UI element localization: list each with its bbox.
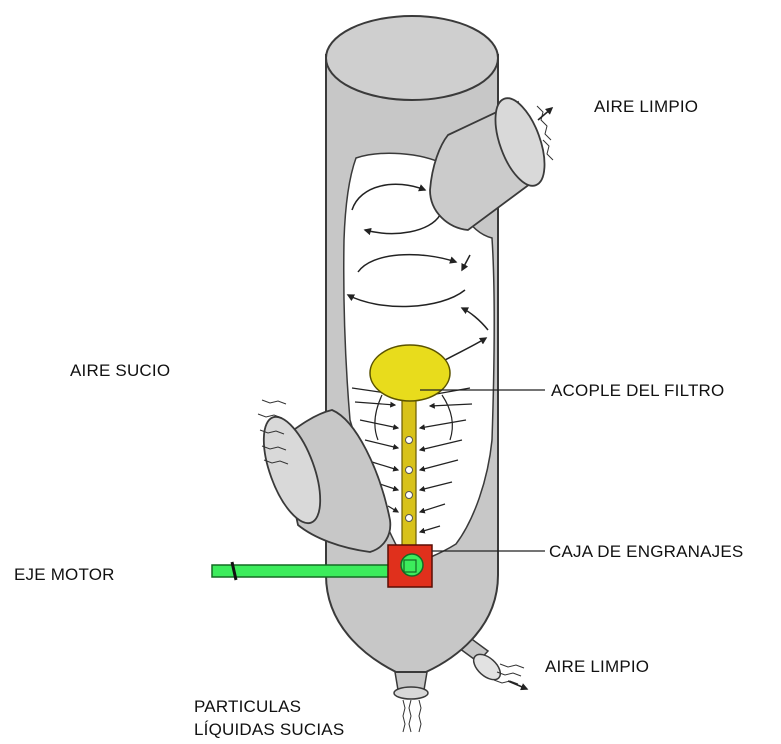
label-motor-shaft: EJE MOTOR	[14, 564, 115, 585]
label-filter-coupling: ACOPLE DEL FILTRO	[551, 380, 724, 401]
label-clean-air-bottom: AIRE LIMPIO	[545, 656, 649, 677]
label-dirty-particles-line1: PARTICULAS	[194, 696, 301, 717]
bottom-drain-nozzle	[394, 672, 428, 732]
filter-disc	[370, 345, 450, 401]
label-dirty-particles-line2: LÍQUIDAS SUCIAS	[194, 719, 344, 740]
filter-shaft	[402, 393, 416, 558]
label-dirty-air: AIRE SUCIO	[70, 360, 170, 381]
label-gearbox: CAJA DE ENGRANAJES	[549, 541, 743, 562]
gearbox	[388, 545, 432, 587]
label-clean-air-top: AIRE LIMPIO	[594, 96, 698, 117]
motor-shaft	[212, 562, 412, 580]
